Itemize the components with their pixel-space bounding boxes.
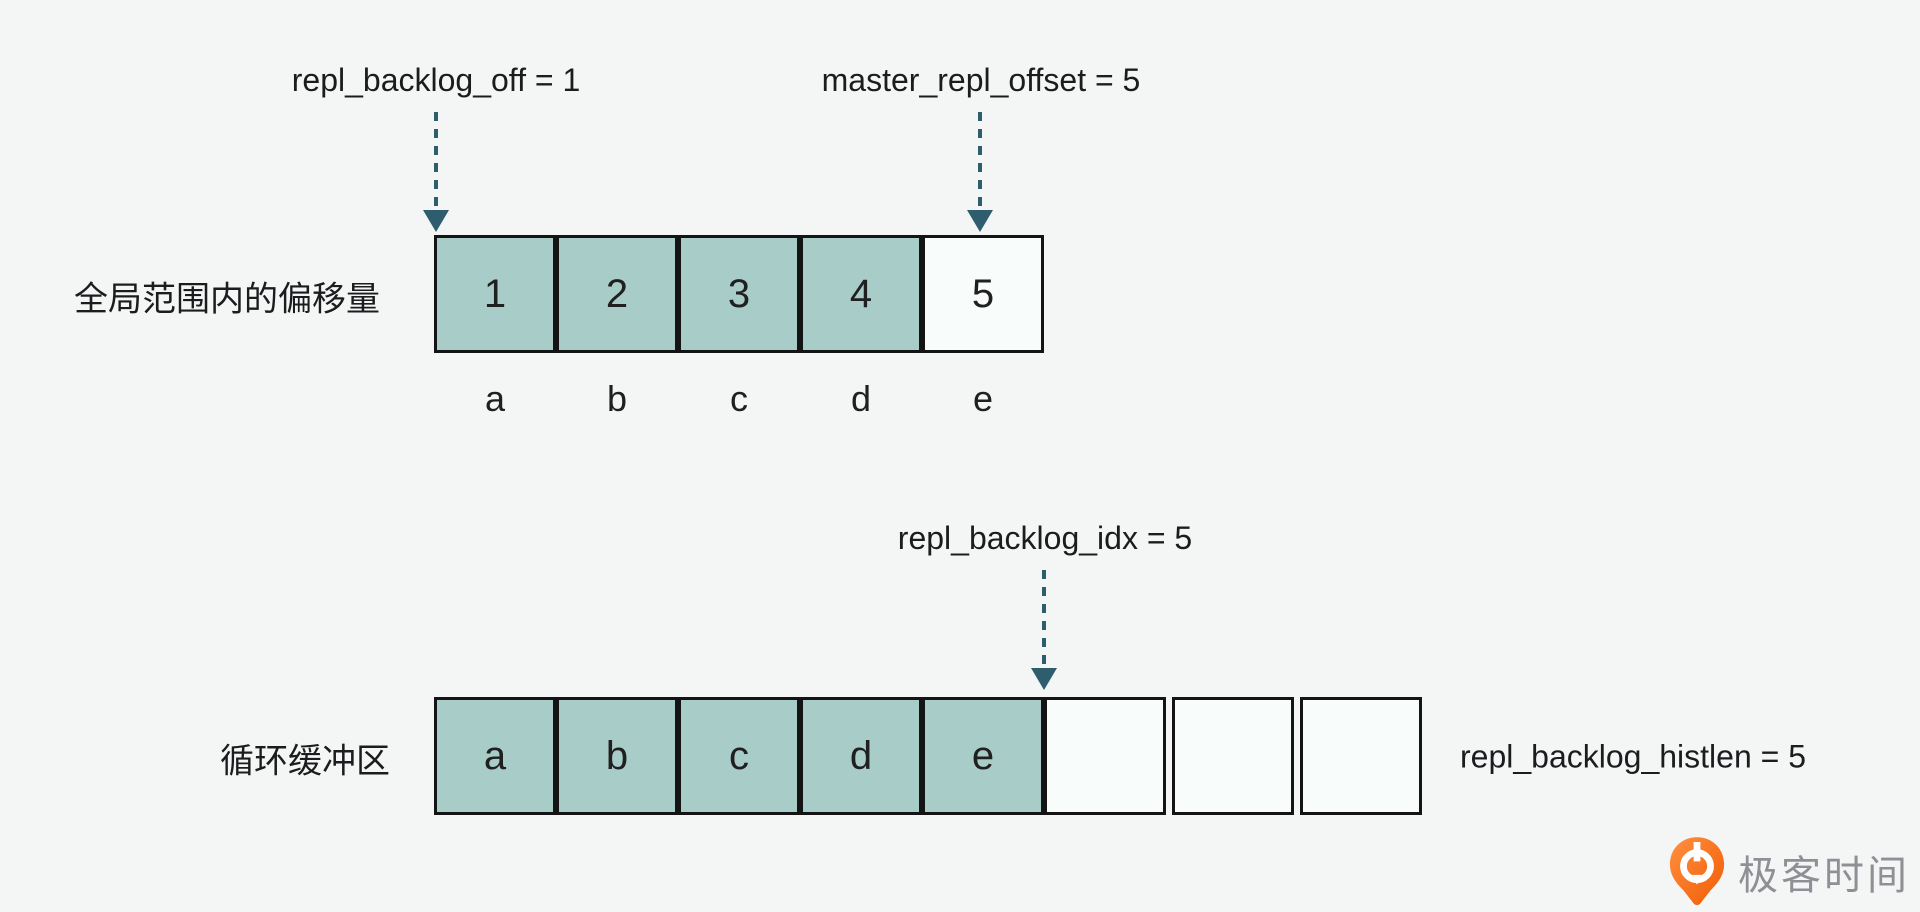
offset-letter: e	[972, 378, 994, 419]
offset-cell: 4	[800, 235, 922, 353]
geektime-logo: 极客时间	[1668, 836, 1910, 908]
global-offset-letters-row: a b c d e	[434, 378, 1044, 420]
buffer-cell	[1172, 697, 1294, 815]
offset-cell: 2	[556, 235, 678, 353]
repl-backlog-off-label: repl_backlog_off = 1	[291, 62, 581, 98]
repl-backlog-idx-arrowhead-icon	[1031, 668, 1057, 690]
repl-backlog-off-arrowhead-icon	[423, 210, 449, 232]
repl-backlog-histlen-label: repl_backlog_histlen = 5	[1460, 738, 1807, 775]
offset-letter: d	[850, 378, 872, 419]
offset-cell: 1	[434, 235, 556, 353]
offset-letter: c	[730, 378, 748, 419]
offset-letter: a	[484, 378, 506, 419]
geektime-logo-text: 极客时间	[1738, 854, 1910, 898]
buffer-cell: d	[800, 697, 922, 815]
master-repl-offset-label: master_repl_offset = 5	[821, 62, 1141, 98]
offset-cell: 3	[678, 235, 800, 353]
offset-cell: 5	[922, 235, 1044, 353]
repl-backlog-idx-arrow-line	[1042, 570, 1046, 668]
master-repl-offset-arrowhead-icon	[967, 210, 993, 232]
global-offset-row-label: 全局范围内的偏移量	[74, 280, 380, 319]
buffer-cell	[1044, 697, 1166, 815]
buffer-cell: c	[678, 697, 800, 815]
circular-buffer-row-label: 循环缓冲区	[220, 742, 390, 781]
geektime-pin-icon	[1669, 837, 1725, 906]
repl-backlog-idx-label: repl_backlog_idx = 5	[897, 520, 1193, 556]
repl-backlog-off-arrow-line	[434, 112, 438, 212]
master-repl-offset-arrow-line	[978, 112, 982, 212]
offset-letter: b	[606, 378, 628, 419]
buffer-cell: b	[556, 697, 678, 815]
buffer-cell	[1300, 697, 1422, 815]
buffer-cell: e	[922, 697, 1044, 815]
buffer-cell: a	[434, 697, 556, 815]
